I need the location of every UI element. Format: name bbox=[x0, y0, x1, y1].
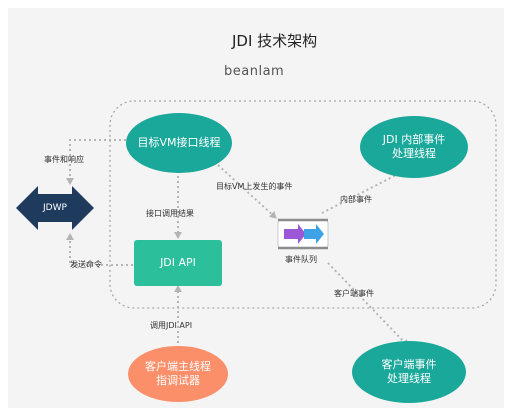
jdi-internal-thread-node: JDI 内部事件 处理线程 bbox=[360, 116, 468, 178]
event-queue-icon bbox=[277, 218, 329, 250]
client-event-thread-label-1: 客户端事件 bbox=[381, 358, 437, 371]
client-event-thread-label-2: 处理线程 bbox=[387, 372, 431, 385]
edge-queue-to-client bbox=[327, 262, 409, 347]
edge-label-events-and-responses: 事件和响应 bbox=[44, 155, 84, 164]
event-queue-label: 事件队列 bbox=[285, 255, 317, 264]
diagram-canvas: JDI 技术架构 beanlam 目标VM接口线程 JDI 内部事件 处理线程 … bbox=[8, 8, 504, 408]
jdwp-shape bbox=[16, 186, 94, 230]
edge-label-internal-events: 内部事件 bbox=[340, 195, 372, 204]
edge-label-interface-call-result: 接口调用结果 bbox=[146, 209, 194, 218]
jdwp-label: JDWP bbox=[43, 203, 67, 213]
connector-layer bbox=[16, 100, 497, 348]
edge-label-call-jdi-api: 调用JDI API bbox=[150, 321, 193, 330]
jdi-api-label: JDI API bbox=[160, 256, 196, 269]
jdi-internal-thread-label-2: 处理线程 bbox=[392, 147, 436, 160]
jdi-boundary bbox=[109, 100, 497, 309]
client-main-thread-label-2: 指调试器 bbox=[156, 374, 200, 387]
client-main-thread-node: 客户端主线程 指调试器 bbox=[128, 346, 228, 402]
edge-vm-to-queue bbox=[217, 164, 277, 219]
edge-label-target-vm-events: 目标VM上发生的事件 bbox=[216, 182, 293, 191]
edge-queue-to-internal bbox=[321, 170, 405, 214]
diagram-title: JDI 技术架构 bbox=[232, 32, 318, 50]
diagram-subtitle: beanlam bbox=[224, 64, 285, 79]
vm-interface-thread-node: 目标VM接口线程 bbox=[126, 113, 232, 173]
jdi-api-node: JDI API bbox=[134, 240, 222, 286]
client-main-thread-label-1: 客户端主线程 bbox=[145, 360, 211, 373]
edge-label-client-events: 客户端事件 bbox=[334, 289, 374, 298]
edge-vm-to-jdwp bbox=[66, 139, 126, 185]
vm-interface-thread-label: 目标VM接口线程 bbox=[137, 136, 221, 149]
client-event-thread-node: 客户端事件 处理线程 bbox=[352, 341, 466, 403]
edge-api-to-jdwp bbox=[66, 233, 133, 266]
jdi-internal-thread-label-1: JDI 内部事件 bbox=[382, 133, 446, 146]
edge-label-send-command: 发送命令 bbox=[70, 260, 102, 269]
